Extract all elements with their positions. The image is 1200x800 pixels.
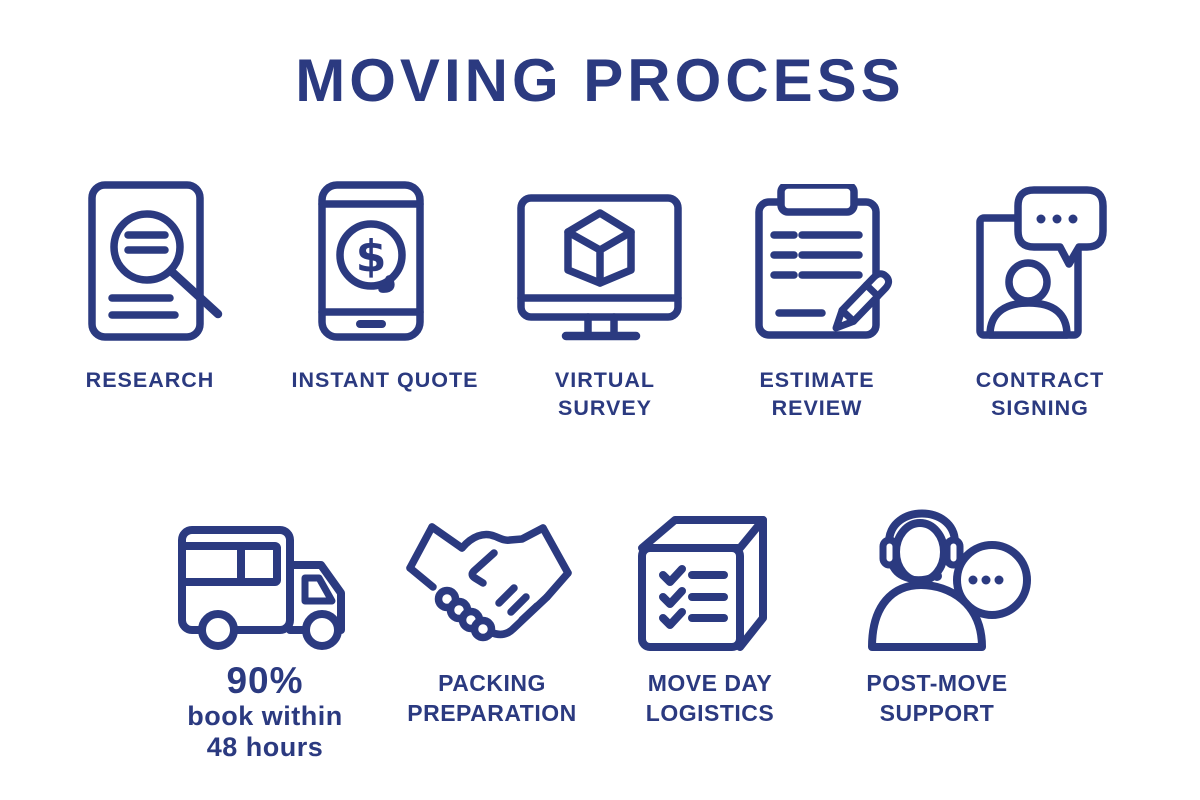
step-label-instant-quote: INSTANT QUOTE	[291, 368, 479, 392]
step-label-move-day-logistics: MOVE DAY LOGISTICS	[645, 670, 775, 726]
document-search-icon	[88, 181, 223, 341]
step-label-packing-preparation: PACKING PREPARATION	[407, 670, 577, 726]
step-label-virtual-survey: VIRTUAL SURVEY	[554, 368, 656, 420]
stat-book-within-48-hours: 90% book within 48 hours	[145, 661, 385, 763]
handshake-icon	[406, 523, 572, 642]
step-label-research: RESEARCH	[85, 368, 215, 392]
step-label-estimate-review: ESTIMATE REVIEW	[759, 368, 875, 420]
monitor-cube-icon	[517, 194, 682, 341]
phone-quote-icon: $	[318, 181, 424, 341]
dollar-icon: $	[356, 231, 387, 282]
page-title: MOVING PROCESS	[295, 47, 905, 114]
headset-agent-icon	[868, 509, 1031, 651]
box-checklist-icon	[638, 516, 767, 651]
person-chat-icon	[976, 186, 1107, 339]
step-label-contract-signing: CONTRACT SIGNING	[975, 368, 1105, 420]
step-label-post-move-support: POST-MOVE SUPPORT	[866, 670, 1008, 726]
stat-value: 90%	[226, 660, 304, 701]
moving-truck-icon	[178, 526, 345, 650]
clipboard-pencil-icon	[755, 184, 893, 339]
